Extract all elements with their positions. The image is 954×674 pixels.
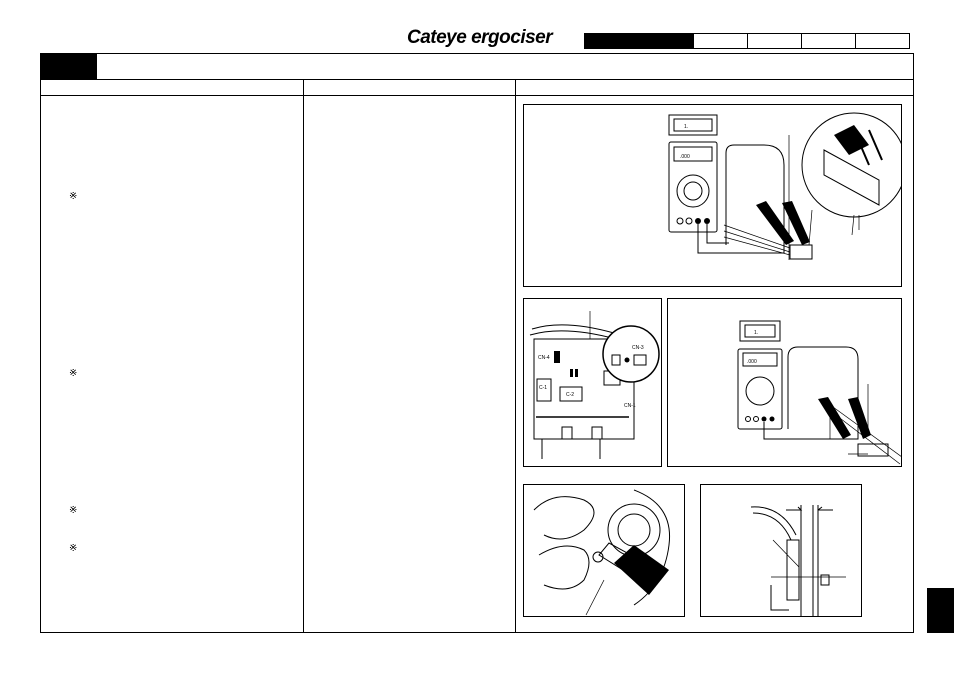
note-bullet: ※ bbox=[69, 368, 78, 379]
section-tab[interactable] bbox=[855, 34, 909, 48]
section-tab[interactable] bbox=[693, 34, 747, 48]
brand-logo: Cateye ergociser bbox=[407, 27, 553, 49]
pcb-label-c1: C-1 bbox=[539, 385, 547, 391]
section-tab[interactable] bbox=[801, 34, 855, 48]
column-header-divider bbox=[41, 95, 913, 96]
note-bullet: ※ bbox=[69, 191, 78, 202]
section-header-block bbox=[41, 54, 97, 79]
pcb-label-cn3: CN-3 bbox=[632, 345, 644, 351]
figure-gap-measure bbox=[700, 484, 862, 617]
column-divider-2 bbox=[515, 79, 516, 632]
brand-logo-text: Cateye ergociser bbox=[407, 27, 553, 48]
meter-main-display: .000 bbox=[680, 154, 690, 160]
note-bullet: ※ bbox=[69, 505, 78, 516]
manual-page-frame: ※ ※ ※ ※ bbox=[40, 53, 914, 633]
meter-small-display-2: 1. bbox=[754, 330, 758, 336]
figure-multimeter-connector: 1. .000 bbox=[523, 104, 902, 287]
pcb-label-c2: C-2 bbox=[566, 392, 574, 398]
column-divider-1 bbox=[303, 79, 304, 632]
figure-sensor-plug bbox=[523, 484, 685, 617]
pcb-label-cn1: CN-1 bbox=[624, 403, 636, 409]
section-tab-active[interactable] bbox=[585, 34, 693, 48]
pcb-label-cn4: CN-4 bbox=[538, 355, 550, 361]
meter-main-display-2: .000 bbox=[747, 359, 757, 365]
section-tabs bbox=[584, 33, 910, 49]
figure-multimeter-measure: 1. .000 bbox=[667, 298, 902, 467]
header-divider bbox=[41, 79, 913, 80]
meter-small-display: 1. bbox=[684, 124, 688, 130]
figure-pcb-board: CN-4 C-1 C-2 CN-1 CN-3 bbox=[523, 298, 662, 467]
section-tab[interactable] bbox=[747, 34, 801, 48]
chapter-edge-tab bbox=[927, 588, 954, 633]
note-bullet: ※ bbox=[69, 543, 78, 554]
